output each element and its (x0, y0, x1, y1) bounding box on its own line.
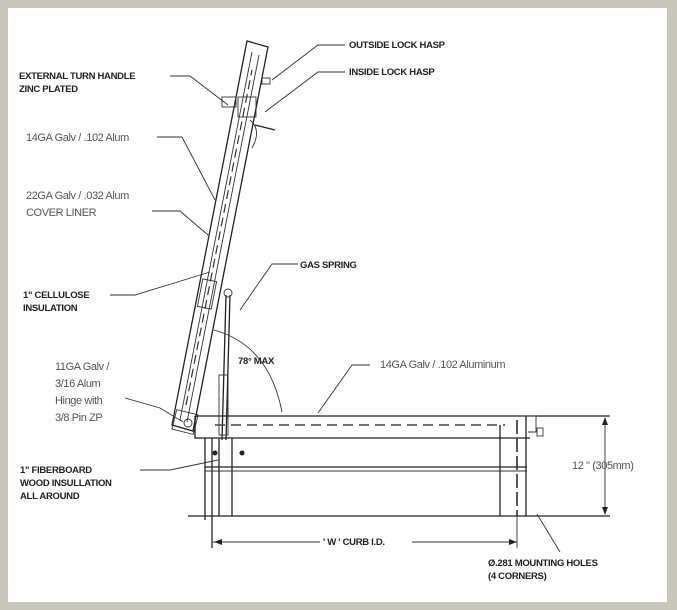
label-curb-14ga: 14GA Galv / .102 Aluminum (380, 359, 505, 371)
label-gas-spring: GAS SPRING (300, 260, 357, 271)
label-turn-handle-2: ZINC PLATED (19, 84, 78, 95)
label-mounting-holes-2: (4 CORNERS) (488, 571, 547, 582)
label-fiberboard-1: 1" FIBERBOARD (20, 465, 92, 476)
label-outside-lock-hasp: OUTSIDE LOCK HASP (349, 40, 446, 51)
height-dimension (602, 417, 608, 515)
label-width-dimension: ' W ' CURB I.D. (323, 537, 385, 548)
label-liner-2: COVER LINER (26, 207, 97, 219)
label-mounting-holes-1: Ø.281 MOUNTING HOLES (488, 558, 598, 569)
label-cellulose-2: INSULATION (23, 303, 78, 314)
gas-spring (218, 288, 233, 441)
drawing-sheet (8, 8, 667, 602)
label-hinge-1: 11GA Galv / (55, 361, 110, 373)
label-inside-lock-hasp: INSIDE LOCK HASP (349, 67, 435, 78)
label-hinge-3: Hinge with (55, 395, 103, 407)
label-height-dimension: 12 " (305mm) (572, 460, 633, 472)
label-hinge-2: 3/16 Alum (55, 378, 101, 390)
label-fiberboard-3: ALL AROUND (20, 491, 80, 502)
leader-lines (110, 44, 561, 553)
label-cover-14ga: 14GA Galv / .102 Alum (26, 132, 129, 144)
hatch-cover (171, 40, 276, 435)
label-hinge-4: 3/8 Pin ZP (55, 412, 102, 424)
angle-arc (213, 329, 283, 413)
label-turn-handle-1: EXTERNAL TURN HANDLE (19, 71, 135, 82)
label-cellulose-1: 1" CELLULOSE (23, 290, 89, 301)
label-angle: 78° MAX (238, 356, 275, 367)
label-liner-1: 22GA Galv / .032 Alum (26, 190, 129, 202)
curb (188, 415, 610, 548)
width-dimension (213, 516, 518, 548)
label-fiberboard-2: WOOD INSULLATION (20, 478, 112, 489)
